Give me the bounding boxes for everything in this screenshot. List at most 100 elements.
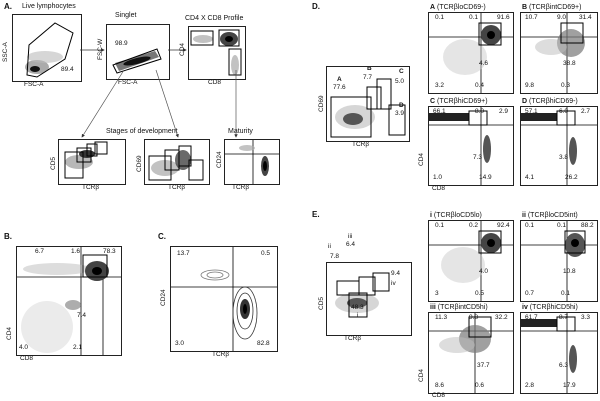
c-tl-value: 13.7 — [177, 250, 190, 257]
c-tr-value: 0.5 — [261, 250, 271, 257]
singlet-plot: 98.9 — [106, 24, 170, 80]
b-x-axis-label: CD8 — [20, 355, 34, 362]
a3-x-axis-label: CD8 — [208, 79, 222, 86]
a4-y-axis-label: CD5 — [50, 156, 57, 170]
e-ii-tl: 0.1 — [525, 222, 535, 229]
d-a-bl: 3.2 — [435, 82, 445, 89]
e-gate-i-value: 48.3 — [351, 304, 364, 311]
e-sub-iii-title: iii (TCRβintCD5hi) — [430, 304, 488, 311]
d-d-tl: 57.1 — [525, 108, 538, 115]
e-sub-i-title: i (TCRβloCD5lo) — [430, 212, 482, 219]
d-a-tl: 0.1 — [435, 14, 445, 21]
b-tr-value: 78.3 — [103, 248, 116, 255]
e-gate-ii-value: 7.8 — [330, 253, 340, 260]
d-c-bm: 14.9 — [479, 174, 492, 181]
e-iv-mid: 6.3 — [559, 362, 569, 369]
a5-x-axis-label: TCRβ — [168, 184, 186, 191]
e-i-bl: 3 — [435, 290, 439, 297]
cd4-cd8-profile-title: CD4 X CD8 Profile — [185, 15, 244, 22]
panel-d-letter: D. — [312, 2, 320, 11]
a6-x-axis-label: TCRβ — [232, 184, 250, 191]
live-lymphocytes-plot: 89.4 — [12, 14, 82, 82]
d-sub-c-title: C (TCRβhiCD69+) — [430, 98, 488, 105]
panel-e-letter: E. — [312, 210, 320, 219]
e-ii-bm: 0.1 — [561, 290, 571, 297]
singlet-percent: 98.9 — [115, 40, 128, 47]
e-iv-tr: 3.3 — [581, 314, 591, 321]
d-b-bm: 0.3 — [561, 82, 571, 89]
e-iii-bm: 0.6 — [475, 382, 485, 389]
d-b-bl: 9.8 — [525, 82, 535, 89]
e-sub-i-plot: 0.1 0.2 92.4 4.0 3 0.5 — [428, 220, 514, 302]
e-overview-x-axis-label: TCRβ — [344, 335, 362, 342]
e-sub-x-axis-label: CD8 — [432, 392, 446, 399]
d-overview-y-axis-label: CD69 — [318, 95, 325, 112]
e-sub-y-axis-label: CD4 — [418, 368, 425, 382]
d-sub-d-title: D (TCRβhiCD69-) — [522, 98, 578, 105]
e-gate-iv-value: 9.4 — [391, 270, 401, 277]
b-bm-value: 2.1 — [73, 344, 83, 351]
b-mid-value: 7.4 — [77, 312, 87, 319]
e-sub-ii-plot: 0.1 0.1 88.2 10.8 0.7 0.1 — [520, 220, 598, 302]
d-b-mid: 38.8 — [563, 60, 576, 67]
d-a-mid: 4.6 — [479, 60, 489, 67]
b-tm-value: 1.6 — [71, 248, 81, 255]
live-percent: 89.4 — [61, 66, 74, 73]
d-c-tr: 2.9 — [499, 108, 509, 115]
d-b-tl: 10.7 — [525, 14, 538, 21]
maturity-cd24-plot — [224, 139, 280, 185]
panel-b-letter: B. — [4, 232, 12, 241]
e-gate-i-label: i — [357, 312, 359, 319]
e-gate-iii-value: 6.4 — [346, 241, 356, 248]
cd4-cd8-profile-plot — [188, 26, 246, 80]
b-bl-value: 4.0 — [19, 344, 29, 351]
e-sub-iii-plot: 11.3 9.8 32.2 37.7 8.6 0.6 — [428, 312, 514, 394]
d-a-tr: 91.6 — [497, 14, 510, 21]
e-overview-plot: iv 9.4 48.3 i — [326, 262, 412, 336]
d-sub-y-axis-label: CD4 — [418, 152, 425, 166]
a6-y-axis-label: CD24 — [216, 151, 223, 168]
e-sub-iv-plot: 61.7 8.7 3.3 6.3 2.8 17.9 — [520, 312, 598, 394]
d-d-mid: 3.8 — [559, 154, 569, 161]
e-iii-bl: 8.6 — [435, 382, 445, 389]
e-i-mid: 4.0 — [479, 268, 489, 275]
e-iii-mid: 37.7 — [477, 362, 490, 369]
d-c-bl: 1.0 — [433, 174, 443, 181]
d-b-tr: 31.4 — [579, 14, 592, 21]
d-c-tl: 66.1 — [433, 108, 446, 115]
d-sub-b-title: B (TCRβintCD69+) — [522, 4, 582, 11]
e-ii-mid: 10.8 — [563, 268, 576, 275]
e-iii-tm: 9.8 — [469, 314, 479, 321]
d-a-bm: 0.4 — [475, 82, 485, 89]
e-sub-iv-title: iv (TCRβhiCD5hi) — [522, 304, 578, 311]
e-gate-iii-label: iii — [348, 233, 353, 240]
singlet-title: Singlet — [115, 12, 137, 19]
e-ii-tm: 0.1 — [557, 222, 567, 229]
e-gate-iv-label: iv — [391, 280, 396, 287]
d-gate-a-label: A — [337, 76, 342, 83]
stage-cd5-plot — [58, 139, 126, 185]
e-i-bm: 0.5 — [475, 290, 485, 297]
d-c-mid: 7.3 — [473, 154, 483, 161]
d-gate-d-value: 3.9 — [395, 110, 405, 117]
e-i-tl: 0.1 — [435, 222, 445, 229]
panel-a-letter: A. — [4, 2, 12, 11]
panel-b-plot: 6.7 1.6 78.3 7.4 4.0 2.1 — [16, 246, 122, 356]
c-br-value: 82.8 — [257, 340, 270, 347]
d-sub-c-plot: 66.1 8.0 2.9 7.3 1.0 14.9 — [428, 106, 514, 186]
c-x-axis-label: TCRβ — [212, 351, 230, 358]
c-y-axis-label: CD24 — [160, 289, 167, 306]
c-bl-value: 3.0 — [175, 340, 185, 347]
d-d-tr: 2.7 — [581, 108, 591, 115]
d-b-tm: 9.0 — [557, 14, 567, 21]
d-gate-b-label: B — [367, 66, 372, 72]
stages-of-development-title: Stages of development — [106, 128, 178, 135]
e-iv-bm: 17.9 — [563, 382, 576, 389]
stage-cd69-plot — [144, 139, 210, 185]
e-iii-tr: 32.2 — [495, 314, 508, 321]
e-overview-y-axis-label: CD5 — [318, 296, 325, 310]
e-sub-ii-title: ii (TCRβloCD5int) — [522, 212, 578, 219]
b-y-axis-label: CD4 — [6, 326, 13, 340]
d-d-bm: 26.2 — [565, 174, 578, 181]
e-iv-bl: 2.8 — [525, 382, 535, 389]
